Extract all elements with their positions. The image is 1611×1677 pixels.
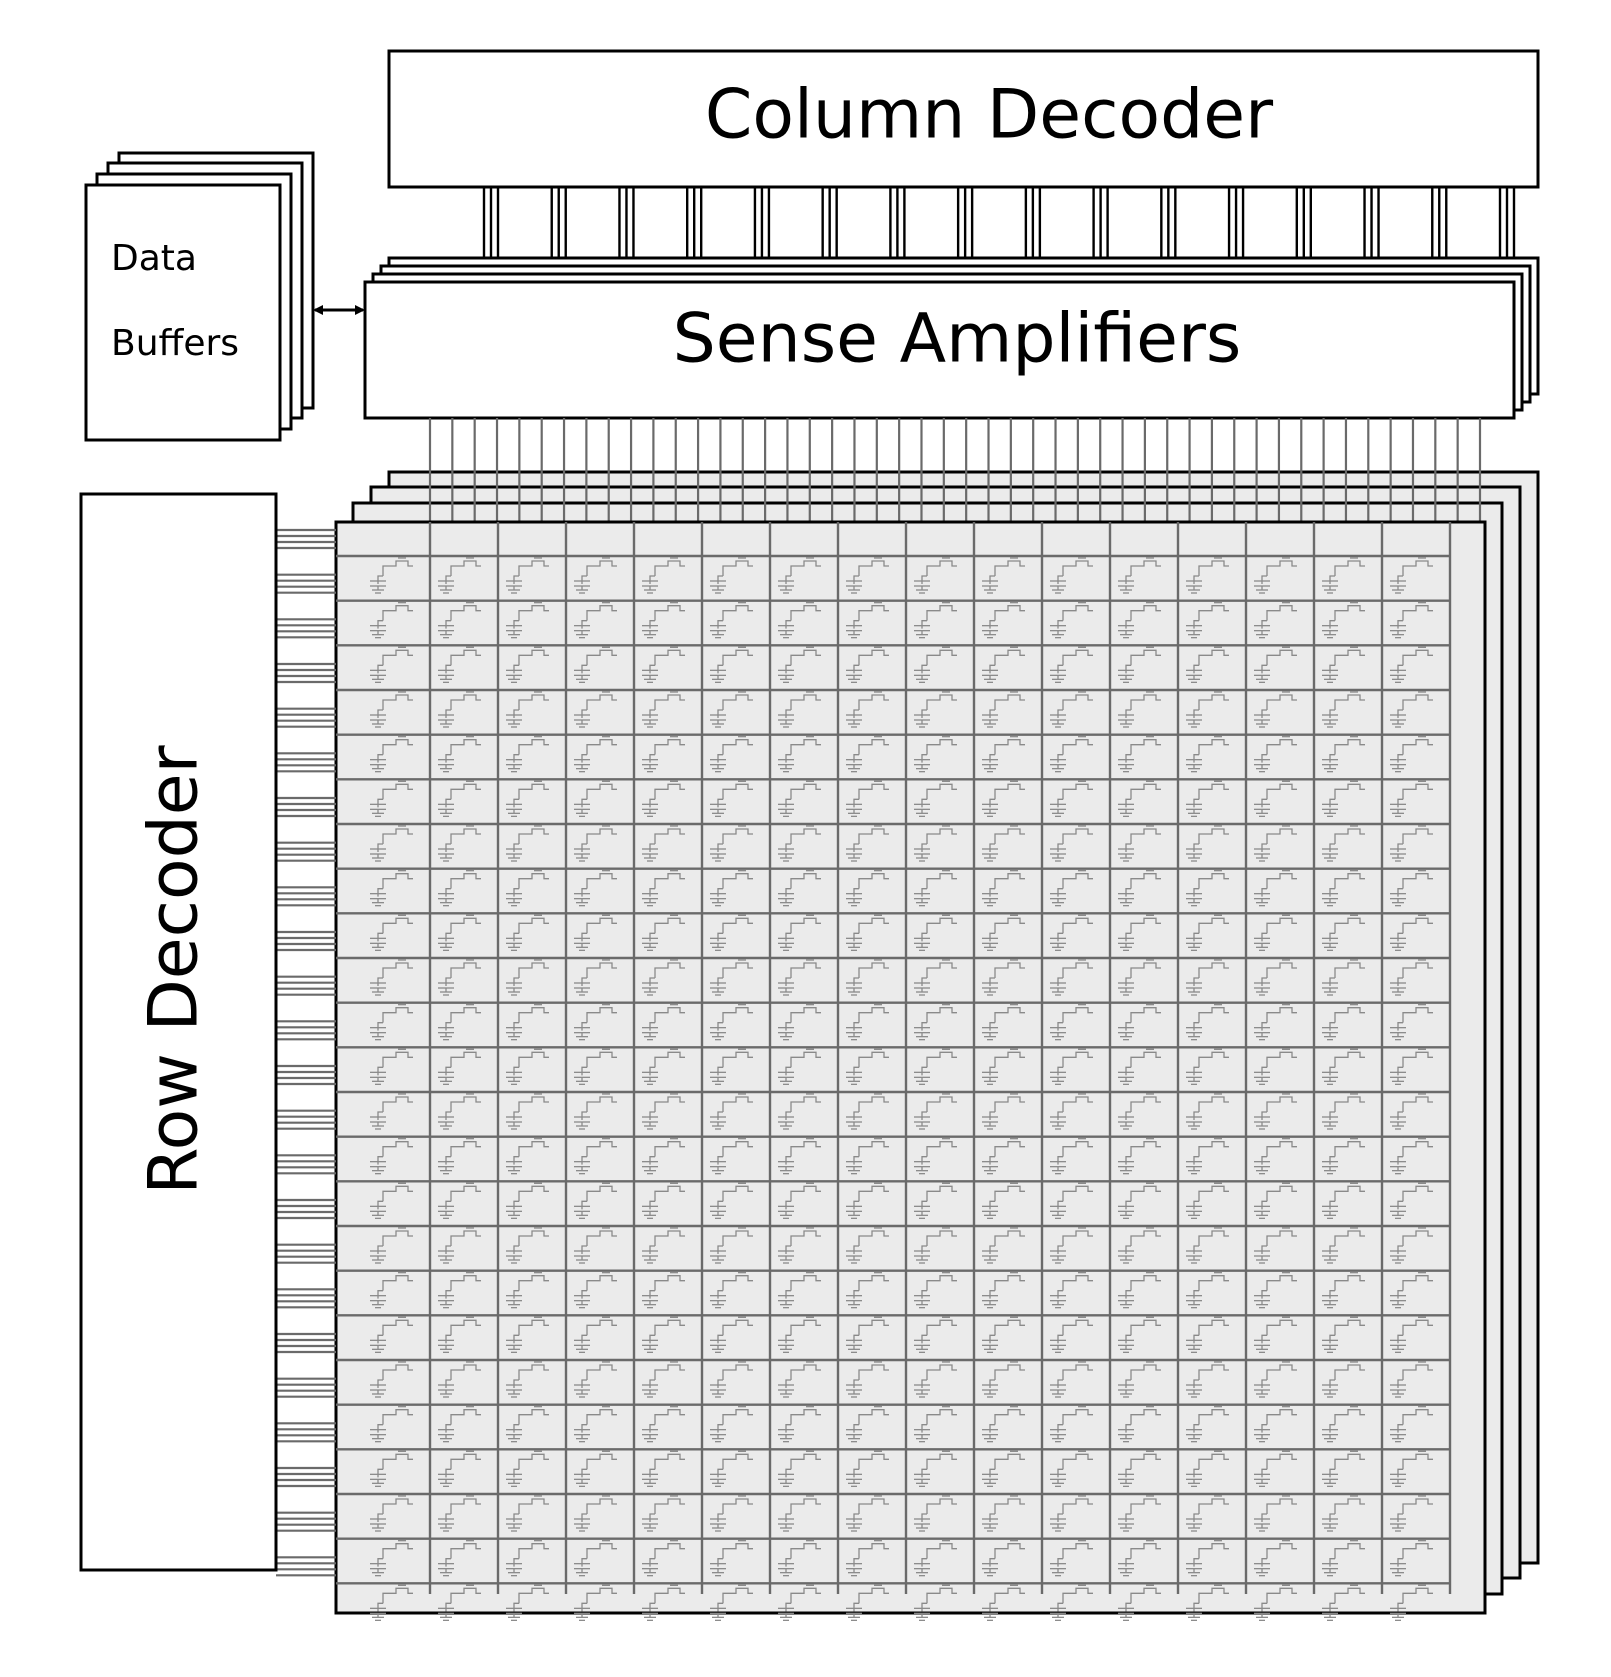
row-decoder-label: Row Decoder <box>135 745 214 1194</box>
sense-amplifiers: Sense Amplifiers <box>363 256 1540 420</box>
column-decoder-connectors <box>482 187 1516 274</box>
memory-array-grid <box>336 522 1452 1594</box>
column-decoder: Column Decoder <box>387 49 1540 189</box>
data-buffers-label-line1: Data <box>111 238 197 279</box>
memory-array <box>334 520 1487 1621</box>
row-decoder: Row Decoder <box>79 492 278 1572</box>
word-lines <box>276 528 336 1577</box>
data-buffers: Data Buffers <box>84 151 315 442</box>
sense-amplifiers-label: Sense Amplifiers <box>673 300 1242 379</box>
bit-lines <box>428 418 1482 522</box>
data-buffers-label-line2: Buffers <box>111 323 239 364</box>
column-decoder-label: Column Decoder <box>705 76 1273 155</box>
